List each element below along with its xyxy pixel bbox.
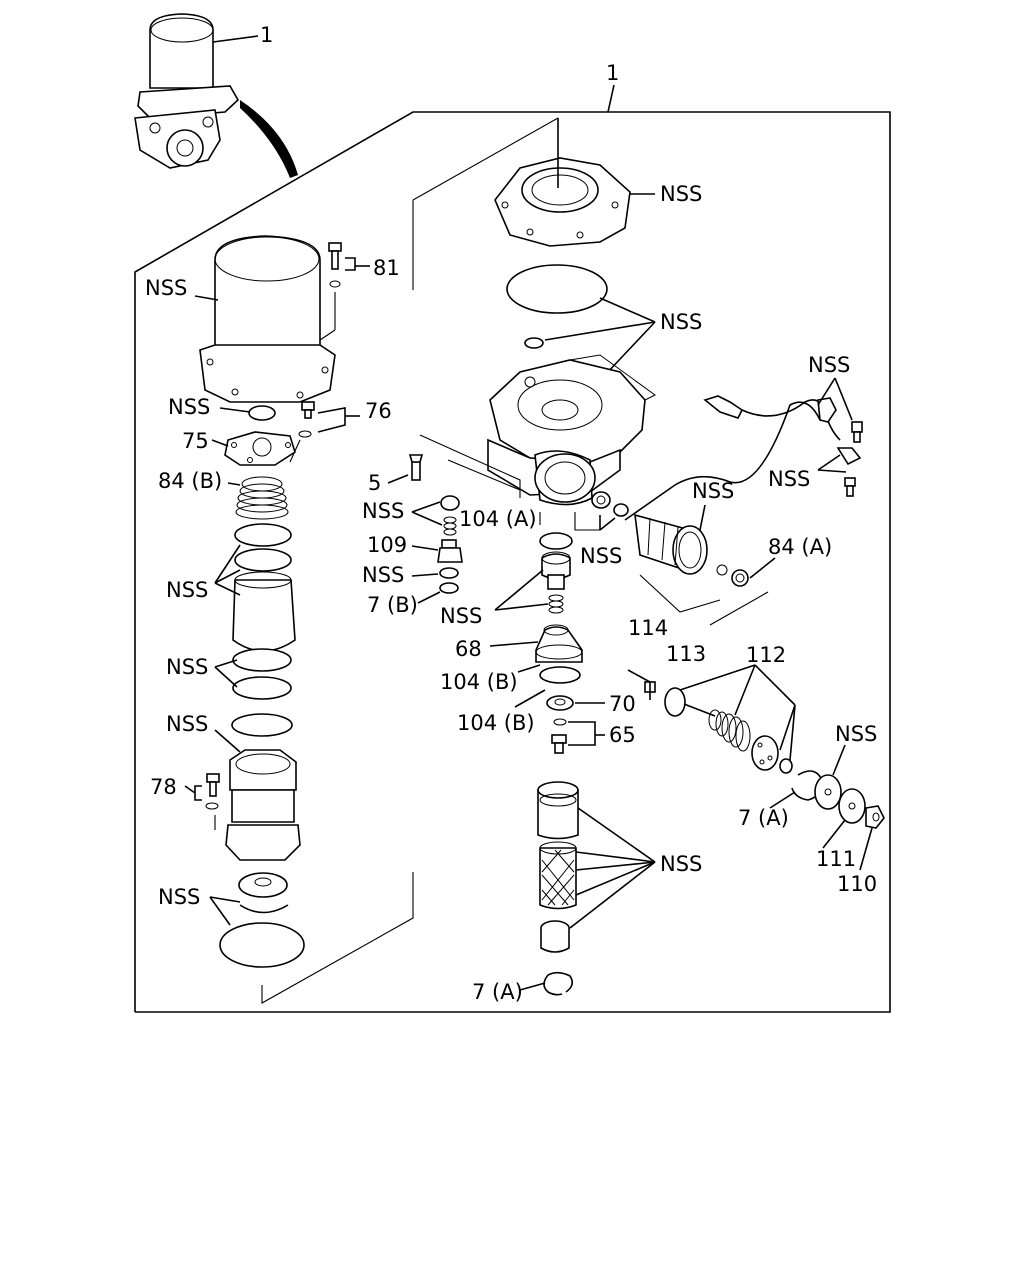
filter-screens-lower [232, 648, 292, 700]
label-110: 110 [837, 872, 877, 896]
label-nss-orings: NSS [660, 310, 702, 334]
label-78: 78 [150, 775, 177, 799]
label-81: 81 [373, 256, 400, 280]
seal-104b-1 [539, 666, 581, 684]
label-70: 70 [609, 692, 636, 716]
label-84b: 84 (B) [158, 469, 222, 493]
assembled-dryer-view [134, 13, 298, 178]
label-nss-v2: NSS [362, 563, 404, 587]
large-o-ring [506, 264, 608, 314]
disc-111 [838, 788, 866, 824]
label-7b: 7 (B) [367, 593, 418, 617]
seal-ring [231, 713, 293, 737]
label-5: 5 [368, 471, 381, 495]
spool-o-ring [539, 532, 573, 550]
label-1-top: 1 [260, 23, 273, 47]
bolt-78 [205, 773, 220, 810]
label-nss-lower: NSS [158, 885, 200, 909]
assembly-frame [134, 111, 891, 1013]
spool-spring [548, 594, 564, 614]
spool-valve [541, 551, 571, 590]
label-nss-mid: NSS [580, 544, 622, 568]
label-65: 65 [609, 723, 636, 747]
seal-7b [439, 582, 459, 594]
label-109: 109 [367, 533, 407, 557]
plug-110 [865, 805, 885, 829]
screw-65 [551, 718, 567, 754]
check-valve-left [440, 495, 460, 536]
label-nss-heater: NSS [808, 353, 850, 377]
plate-75 [224, 431, 296, 466]
top-cover-plate [494, 157, 631, 247]
disc-nss [814, 774, 842, 810]
valve-109 [437, 539, 463, 563]
label-nss-bottom: NSS [660, 852, 702, 876]
piston-68 [535, 624, 583, 663]
lower-seal-discs [219, 872, 305, 968]
label-1-frame: 1 [606, 61, 619, 85]
desiccant-canister [199, 235, 336, 403]
small-o-ring [524, 337, 544, 349]
lower-housing [225, 749, 301, 861]
bolt-76 [298, 401, 315, 438]
valve-washer [248, 405, 276, 421]
main-valve-body [487, 354, 656, 506]
label-68: 68 [455, 637, 482, 661]
sensor-5 [408, 454, 424, 481]
label-nss-screens: NSS [166, 655, 208, 679]
spring-84b [235, 476, 289, 520]
label-104b-2: 104 (B) [457, 711, 535, 735]
heater-connector [703, 395, 863, 497]
label-7a-right: 7 (A) [738, 806, 789, 830]
label-nss-filters: NSS [166, 578, 208, 602]
label-104b-1: 104 (B) [440, 670, 518, 694]
label-nss-tube: NSS [692, 479, 734, 503]
label-7a-bottom: 7 (A) [472, 980, 523, 1004]
label-nss-heater2: NSS [768, 467, 810, 491]
label-nss-right: NSS [835, 722, 877, 746]
label-75: 75 [182, 429, 209, 453]
label-nss-washer: NSS [168, 395, 210, 419]
label-nss-cover: NSS [660, 182, 702, 206]
label-84a: 84 (A) [768, 535, 832, 559]
fitting-84a [716, 564, 749, 587]
seal-109 [439, 567, 459, 579]
regulator-assembly [644, 681, 793, 774]
label-111: 111 [816, 847, 856, 871]
label-104a: 104 (A) [459, 507, 537, 531]
lower-filter-stack [537, 781, 579, 996]
label-nss-ring: NSS [166, 712, 208, 736]
side-fittings [591, 491, 629, 517]
heater-tube [624, 401, 821, 575]
washer-70 [546, 695, 574, 711]
filter-screens-upper [232, 523, 296, 652]
label-nss-v1: NSS [362, 499, 404, 523]
label-nss-canister: NSS [145, 276, 187, 300]
label-112: 112 [746, 643, 786, 667]
bolt-81 [328, 242, 342, 288]
label-114: 114 [628, 616, 668, 640]
label-113: 113 [666, 642, 706, 666]
label-nss-spool: NSS [440, 604, 482, 628]
label-76: 76 [365, 399, 392, 423]
